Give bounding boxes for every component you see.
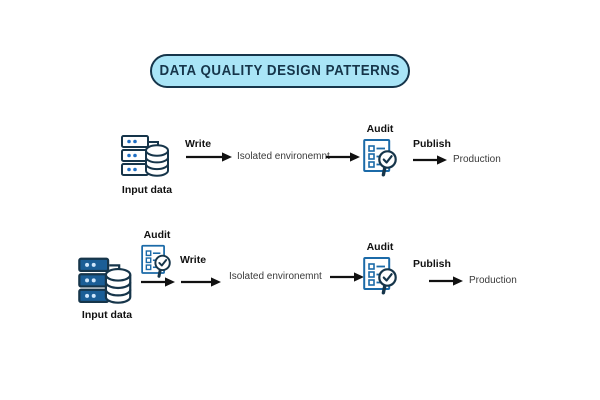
edge-label-write-row1: Write bbox=[185, 138, 212, 150]
arrow-write-row2 bbox=[181, 276, 221, 288]
arrow-to-audit-row1 bbox=[326, 151, 360, 163]
edge-label-publish-row1: Publish bbox=[413, 138, 451, 150]
server-database-icon-row2 bbox=[76, 255, 138, 309]
arrow-after-audit-row2 bbox=[141, 276, 175, 288]
input-data-label-row2: Input data bbox=[81, 309, 133, 321]
arrow-to-audit-row2 bbox=[330, 271, 364, 283]
production-label-row2: Production bbox=[469, 275, 517, 286]
audit-label-row2-second: Audit bbox=[366, 241, 394, 253]
server-database-icon bbox=[119, 133, 175, 181]
audit-checklist-magnifier-icon-row2-second bbox=[363, 256, 397, 297]
audit-label-row1: Audit bbox=[366, 123, 394, 135]
isolated-environment-label-row1: Isolated environemnt bbox=[237, 151, 330, 162]
edge-label-write-row2: Write bbox=[180, 254, 207, 266]
audit-checklist-magnifier-icon-row2-first bbox=[141, 244, 171, 280]
audit-label-row2-first: Audit bbox=[143, 229, 171, 241]
diagram-title-banner: DATA QUALITY DESIGN PATTERNS bbox=[150, 54, 410, 88]
audit-checklist-magnifier-icon-row1 bbox=[363, 138, 397, 179]
page-title: DATA QUALITY DESIGN PATTERNS bbox=[159, 63, 401, 79]
production-label-row1: Production bbox=[453, 154, 501, 165]
isolated-environment-label-row2: Isolated environemnt bbox=[229, 271, 322, 282]
edge-label-publish-row2: Publish bbox=[413, 258, 451, 270]
arrow-write-row1 bbox=[186, 151, 232, 163]
arrow-publish-row2 bbox=[429, 275, 463, 287]
input-data-label-row1: Input data bbox=[121, 184, 173, 196]
arrow-publish-row1 bbox=[413, 154, 447, 166]
